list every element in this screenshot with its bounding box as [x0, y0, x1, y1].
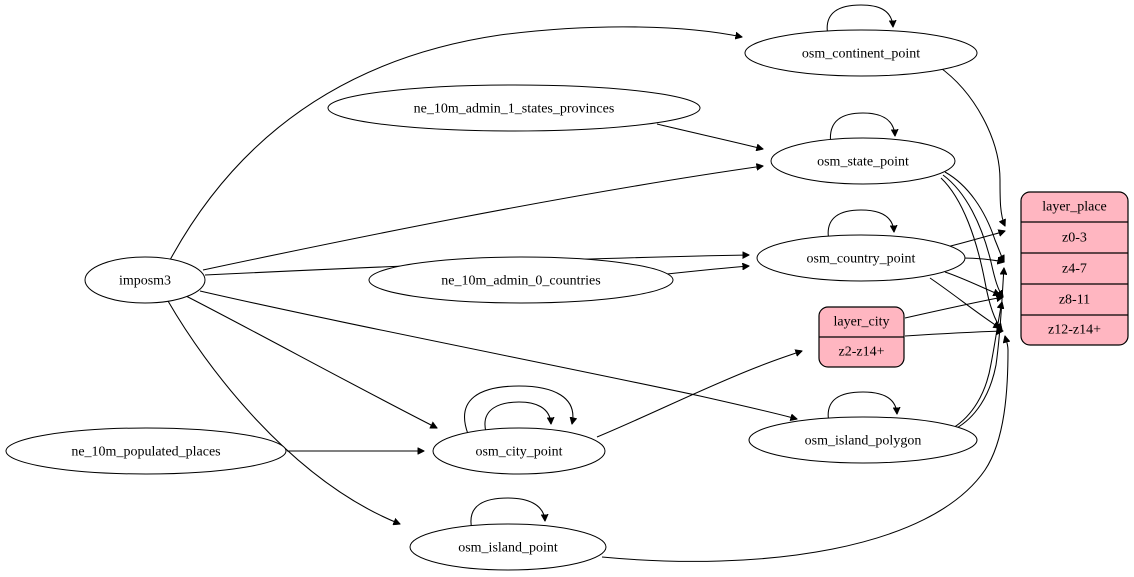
edge-osm_state_point-to-layer_place-z12 [940, 177, 1002, 330]
node-ne-10m-admin-1-states-provinces[interactable]: ne_10m_admin_1_states_provinces [327, 84, 701, 132]
node-osm-state-point[interactable]: osm_state_point [770, 137, 956, 185]
edge-imposm3-to-osm_island_polygon [199, 290, 797, 419]
edge-osm_island_polygon-to-layer_place-z4-7 [954, 268, 1004, 430]
edge-imposm3-to-osm_city_point [185, 295, 437, 428]
record-node-layer-place[interactable]: layer_place z0-3 z4-7 z8-11 z12-z14+ [1020, 191, 1129, 346]
selfloop-osm_island_polygon [827, 391, 897, 424]
node-label-osm-city-point: osm_city_point [475, 445, 562, 460]
record-row-layer-city-title: layer_city [834, 315, 890, 330]
node-imposm3[interactable]: imposm3 [84, 256, 206, 304]
edge-osm_continent_point-to-layer_place-z0-3 [937, 65, 1005, 226]
selfloop-osm_continent_point [826, 4, 893, 37]
record-row-layer-city-z2-z14[interactable]: z2-z14+ [839, 345, 885, 360]
edge-osm_island_polygon-to-layer_place-z8-11 [952, 302, 1002, 429]
node-ne-10m-admin-0-countries[interactable]: ne_10m_admin_0_countries [368, 256, 674, 304]
record-node-layer-city[interactable]: layer_city z2-z14+ [818, 306, 905, 368]
node-osm-continent-point[interactable]: osm_continent_point [744, 29, 978, 77]
node-layer: imposm3 ne_10m_admin_1_states_provinces … [5, 29, 1129, 571]
edge-osm_state_point-to-layer_place-z8-11 [942, 174, 1003, 297]
node-label-osm-state-point: osm_state_point [817, 155, 909, 170]
selfloop-osm_island_point [470, 497, 545, 531]
node-label-ne-states: ne_10m_admin_1_states_provinces [414, 102, 615, 117]
node-label-osm-island-point: osm_island_point [458, 541, 558, 556]
node-osm-country-point[interactable]: osm_country_point [756, 234, 966, 282]
record-row-layer-place-z0-3[interactable]: z0-3 [1062, 231, 1087, 246]
node-label-osm-continent-point: osm_continent_point [802, 47, 920, 62]
edge-imposm3-to-osm_island_point [167, 300, 400, 524]
node-label-ne-populated: ne_10m_populated_places [71, 445, 220, 460]
edge-osm_country_point-to-layer_place-z0-3 [946, 231, 1005, 248]
edge-osm_country_point-to-layer_place-z8-11 [944, 271, 1000, 295]
selfloop-osm_city_point-inner [484, 401, 551, 433]
record-row-layer-place-z12-z14[interactable]: z12-z14+ [1048, 323, 1101, 338]
selfloop-osm_state_point [829, 112, 895, 146]
record-row-layer-place-z4-7[interactable]: z4-7 [1062, 262, 1087, 277]
edge-imposm3-to-osm_continent_point [169, 26, 742, 261]
node-label-ne-countries: ne_10m_admin_0_countries [441, 274, 600, 289]
edge-layer_city-to-layer_place-z12 [904, 331, 1003, 337]
node-osm-city-point[interactable]: osm_city_point [432, 427, 606, 475]
edge-layer [167, 4, 1008, 562]
node-label-osm-island-polygon: osm_island_polygon [805, 434, 922, 449]
edge-osm_city_point-to-layer_city [596, 351, 802, 438]
node-label-osm-country-point: osm_country_point [807, 252, 916, 267]
selfloop-osm_country_point [827, 209, 894, 242]
edge-ne_states-to-osm_state_point [656, 123, 763, 149]
selfloop-osm_city_point-outer [464, 385, 573, 435]
record-row-layer-place-title: layer_place [1042, 200, 1107, 215]
edge-osm_country_point-to-layer_place-z4-7 [961, 258, 1004, 262]
edge-imposm3-to-osm_state_point [202, 166, 763, 271]
node-osm-island-polygon[interactable]: osm_island_polygon [748, 416, 978, 464]
edge-ne_countries-to-osm_country_point [666, 266, 749, 275]
edge-layer_city-to-layer_place-z8-11 [904, 297, 1003, 319]
node-osm-island-point[interactable]: osm_island_point [409, 523, 607, 571]
node-label-imposm3: imposm3 [119, 274, 171, 289]
record-row-layer-place-z8-11[interactable]: z8-11 [1059, 293, 1090, 308]
node-ne-10m-populated-places[interactable]: ne_10m_populated_places [5, 427, 287, 475]
edge-osm_island_point-to-layer_place-z12 [601, 336, 1008, 562]
